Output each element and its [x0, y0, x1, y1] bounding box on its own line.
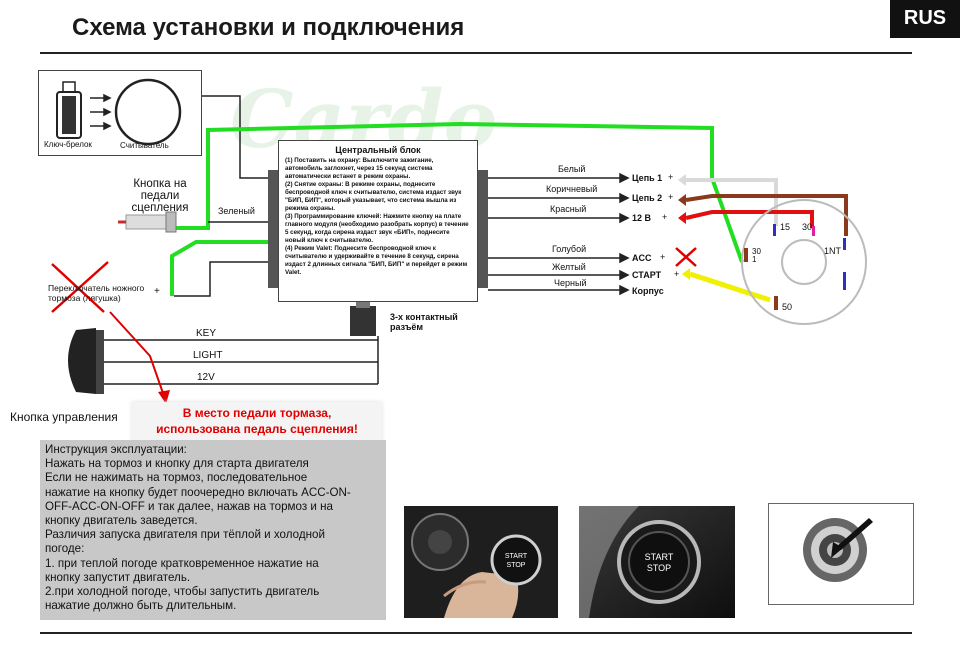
language-badge: RUS [890, 0, 960, 38]
target-circuit1: Цепь 1 [632, 173, 663, 183]
wire-blue-label: Голубой [552, 244, 587, 254]
target-acc: ACC [632, 253, 652, 263]
target-circuit1-sign: + [668, 172, 674, 182]
keyfob-reader-icons [56, 78, 182, 146]
wire-12v-label: 12V [197, 372, 215, 383]
target-acc-sign: + [660, 252, 666, 262]
wire-red-label: Красный [550, 204, 587, 214]
target-ground: Корпус [632, 286, 664, 296]
target-start-sign: + [674, 269, 680, 279]
target-circuit2-sign: + [668, 192, 674, 202]
green-wire-label: Зеленый [218, 206, 255, 216]
wire-light-label: LIGHT [193, 350, 223, 361]
target-12v-sign: + [662, 212, 668, 222]
usage-instructions: Инструкция эксплуатации: Нажать на тормо… [40, 440, 386, 620]
wire-black-label: Черный [554, 278, 587, 288]
target-start: СТАРТ [632, 270, 662, 280]
photo2-stop-text: STOP [647, 563, 671, 573]
target-circuit2: Цепь 2 [632, 193, 663, 203]
header-divider [40, 52, 912, 54]
brake-switch-label: Переключатель ножного тормоза (лягушка) [48, 283, 145, 303]
central-unit-instructions: (1) Поставить на охрану: Выключите зажиг… [285, 157, 469, 276]
brake-switch-plus: + [154, 286, 160, 297]
pin-30: 30 [802, 222, 813, 232]
photo1-start-text: START [505, 553, 528, 560]
keyfob-label: Ключ-брелок [44, 140, 92, 149]
control-button-label: Кнопка управления [10, 410, 118, 424]
ignition-key-frame [768, 503, 914, 605]
page-title: Схема установки и подключения [72, 14, 465, 41]
clutch-button-label: Кнопка на педали сцепления [131, 178, 189, 214]
photo2-start-text: START [645, 552, 674, 562]
photo1-stop-text: STOP [507, 562, 526, 569]
reader-icon [114, 78, 182, 146]
central-unit-title: Центральный блок [335, 145, 421, 155]
green-wire [206, 121, 744, 263]
wire-white-label: Белый [558, 164, 586, 174]
photo-hand-pressing-button: START STOP [404, 506, 558, 618]
footer-divider [40, 632, 912, 634]
target-12v: 12 В [632, 213, 652, 223]
ignition-key-icon [803, 518, 873, 582]
pin-30-1: 30 1 [752, 247, 761, 264]
wire-key-label: KEY [196, 328, 217, 339]
wire-yellow-label: Желтый [552, 262, 586, 272]
pin-1nt: 1NT [824, 246, 842, 256]
wire-brown-label: Коричневый [546, 184, 598, 194]
pin-50: 50 [782, 302, 793, 312]
photo-start-stop-button: START STOP [579, 506, 735, 618]
pin-15: 15 [780, 222, 791, 232]
central-unit: Центральный блок (1) Поставить на охрану… [278, 140, 478, 302]
reader-label: Считыватель [120, 141, 169, 150]
connector-label: 3-х контактный разъём [390, 312, 458, 332]
clutch-note: В место педали тормаза, использована пед… [132, 402, 382, 443]
